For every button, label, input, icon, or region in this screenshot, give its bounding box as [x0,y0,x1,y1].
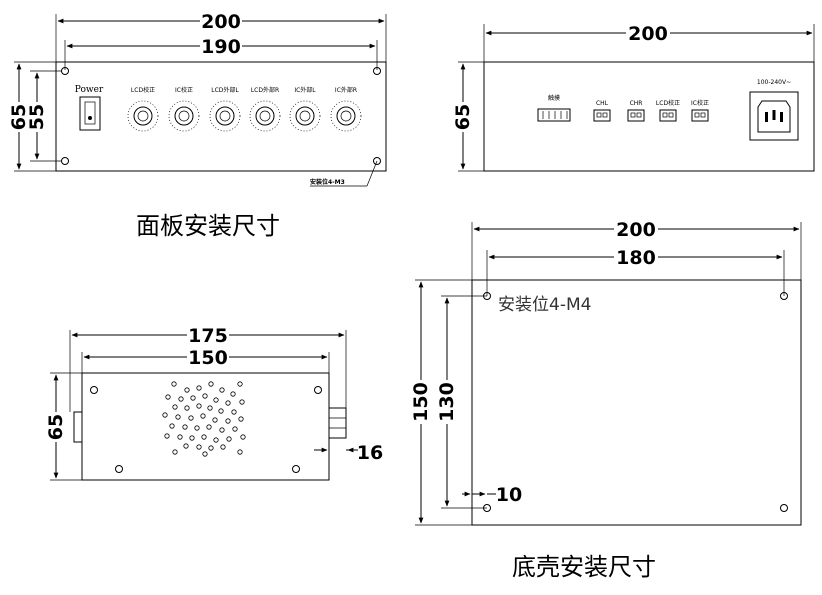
bottom-mount-hole [780,292,788,300]
bottom-outline [471,279,802,526]
front-panel-view: 200 190 65 55 Power LCD校正 IC校正 [8,11,387,240]
bottom-mount-hole [780,504,788,512]
rear-panel-view: 200 65 触摸 CHL CHR LCD校正 [452,23,815,172]
side-view: 175 150 65 16 [45,325,383,481]
knob-label: IC外部R [335,86,357,94]
front-mount-note: 安装位4-M3 [310,178,345,186]
connector-label: IC校正 [691,99,709,107]
knob-2: IC校正 [168,86,200,132]
side-dim-height: 65 [45,414,67,440]
knob-label: LCD外部R [251,86,279,94]
bottom-mount-hole [483,292,491,300]
front-panel-outline [55,61,387,172]
power-input-label: 100-240V~ [757,79,791,86]
side-rear-connector [328,407,347,439]
side-screw [314,386,322,394]
knob-3: LCD外部L [209,86,241,132]
bottom-view: 200 180 150 130 10 安装位4-M4 底壳安装尺寸 [410,219,802,581]
bottom-dim-depth: 150 [410,382,432,422]
rear-dim-width: 200 [628,23,668,45]
rear-dim-height: 65 [452,104,474,130]
connector-chl: CHL [593,100,611,122]
connector-ic: IC校正 [691,99,709,122]
connector-label: LCD校正 [656,99,680,107]
power-inlet [749,91,799,141]
front-mount-hole [61,157,69,165]
side-screw [115,465,123,473]
knob-label: IC外部L [294,86,316,94]
bottom-dim-edge-offset: 10 [496,484,522,506]
front-dim-hole-spacing: 190 [201,36,241,58]
front-mount-hole [61,67,69,75]
knob-label: LCD校正 [131,86,155,94]
side-screw [90,386,98,394]
side-dim-body-length: 150 [188,347,228,369]
connector-chr: CHR [627,100,645,122]
side-front-knob [73,411,83,443]
vent-holes [162,381,246,457]
bottom-dim-hole-spacing: 180 [616,247,656,269]
front-mount-hole [373,157,381,165]
power-switch-rocker [84,101,96,125]
power-inlet-socket [757,100,791,133]
rear-panel-outline [483,61,815,172]
side-body-outline [81,372,330,481]
knob-4: LCD外部R [249,86,281,132]
front-caption: 面板安装尺寸 [136,212,280,240]
power-label: Power [75,85,104,95]
knob-1: LCD校正 [127,86,159,132]
knob-label: IC校正 [175,86,193,94]
power-switch [79,96,101,131]
knob-label: LCD外部L [211,86,239,94]
bottom-mount-hole [483,504,491,512]
touch-connector [537,108,571,122]
connector-label: CHL [596,100,609,107]
knob-6: IC外部R [330,86,362,132]
bottom-dim-hole-depth: 130 [436,382,458,422]
touch-connector-label: 触摸 [548,94,560,102]
connector-label: CHR [630,100,643,107]
connector-lcd: LCD校正 [656,99,680,122]
side-dim-protrusion: 16 [357,442,383,464]
front-dim-hole-height: 55 [26,104,48,130]
bottom-caption: 底壳安装尺寸 [512,553,656,581]
front-dim-height: 65 [8,104,30,130]
bottom-mount-note: 安装位4-M4 [498,295,591,315]
side-dim-length: 175 [188,325,228,347]
front-dim-width: 200 [201,11,241,33]
knob-5: IC外部L [289,86,321,132]
bottom-dim-width: 200 [616,219,656,241]
side-screw [292,465,300,473]
front-mount-hole [373,67,381,75]
